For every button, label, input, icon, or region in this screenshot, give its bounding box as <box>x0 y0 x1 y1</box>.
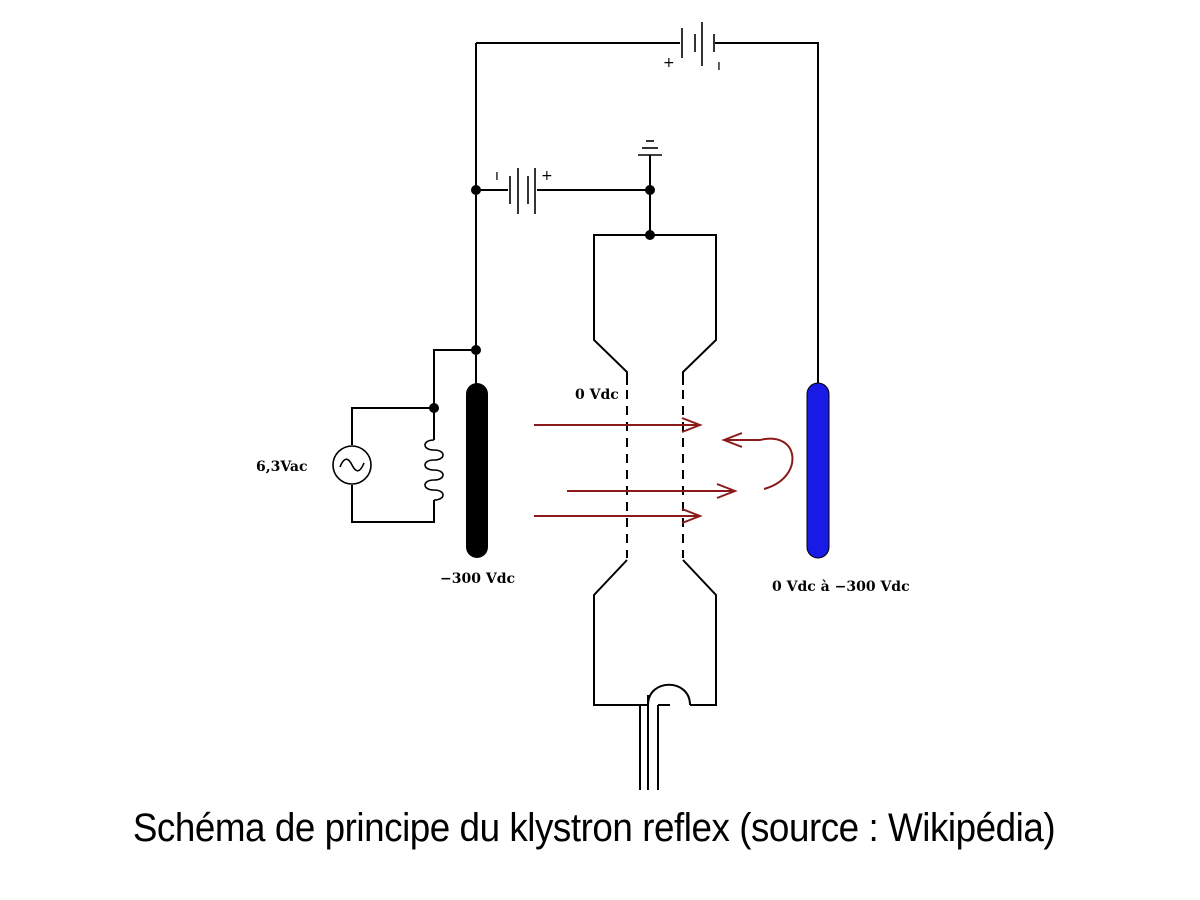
cathode-wiring <box>351 349 477 523</box>
reflector-voltage-label: 0 Vdc à −300 Vdc <box>772 579 910 595</box>
grid-voltage-label: 0 Vdc <box>575 387 619 403</box>
coupling-loop <box>647 683 691 706</box>
reflector-supply-wiring <box>475 42 819 385</box>
grid-battery-symbol: ı + <box>495 168 553 214</box>
grid-supply-wiring <box>476 155 651 235</box>
battery-minus-sign: ı <box>495 168 499 184</box>
heater-coil <box>424 439 444 501</box>
electron-beam-arrows <box>534 417 794 524</box>
reflected-beam <box>724 437 794 490</box>
junction-nodes <box>429 185 655 413</box>
ac-source-symbol <box>332 445 372 485</box>
resonant-cavity <box>593 234 717 790</box>
figure-caption: Schéma de principe du klystron reflex (s… <box>132 806 1056 850</box>
reflector-electrode <box>806 382 830 559</box>
battery-minus-sign: ı <box>717 58 721 74</box>
klystron-circuit-diagram: + ı ı + <box>256 22 910 790</box>
cathode-electrode <box>466 383 488 558</box>
battery-plus-sign: + <box>541 168 553 184</box>
reflector-battery-symbol: + ı <box>663 22 721 74</box>
battery-plus-sign: + <box>663 55 675 71</box>
heater-voltage-label: 6,3Vac <box>256 459 308 475</box>
cathode-voltage-label: −300 Vdc <box>440 571 515 587</box>
ground-symbol <box>638 140 662 156</box>
